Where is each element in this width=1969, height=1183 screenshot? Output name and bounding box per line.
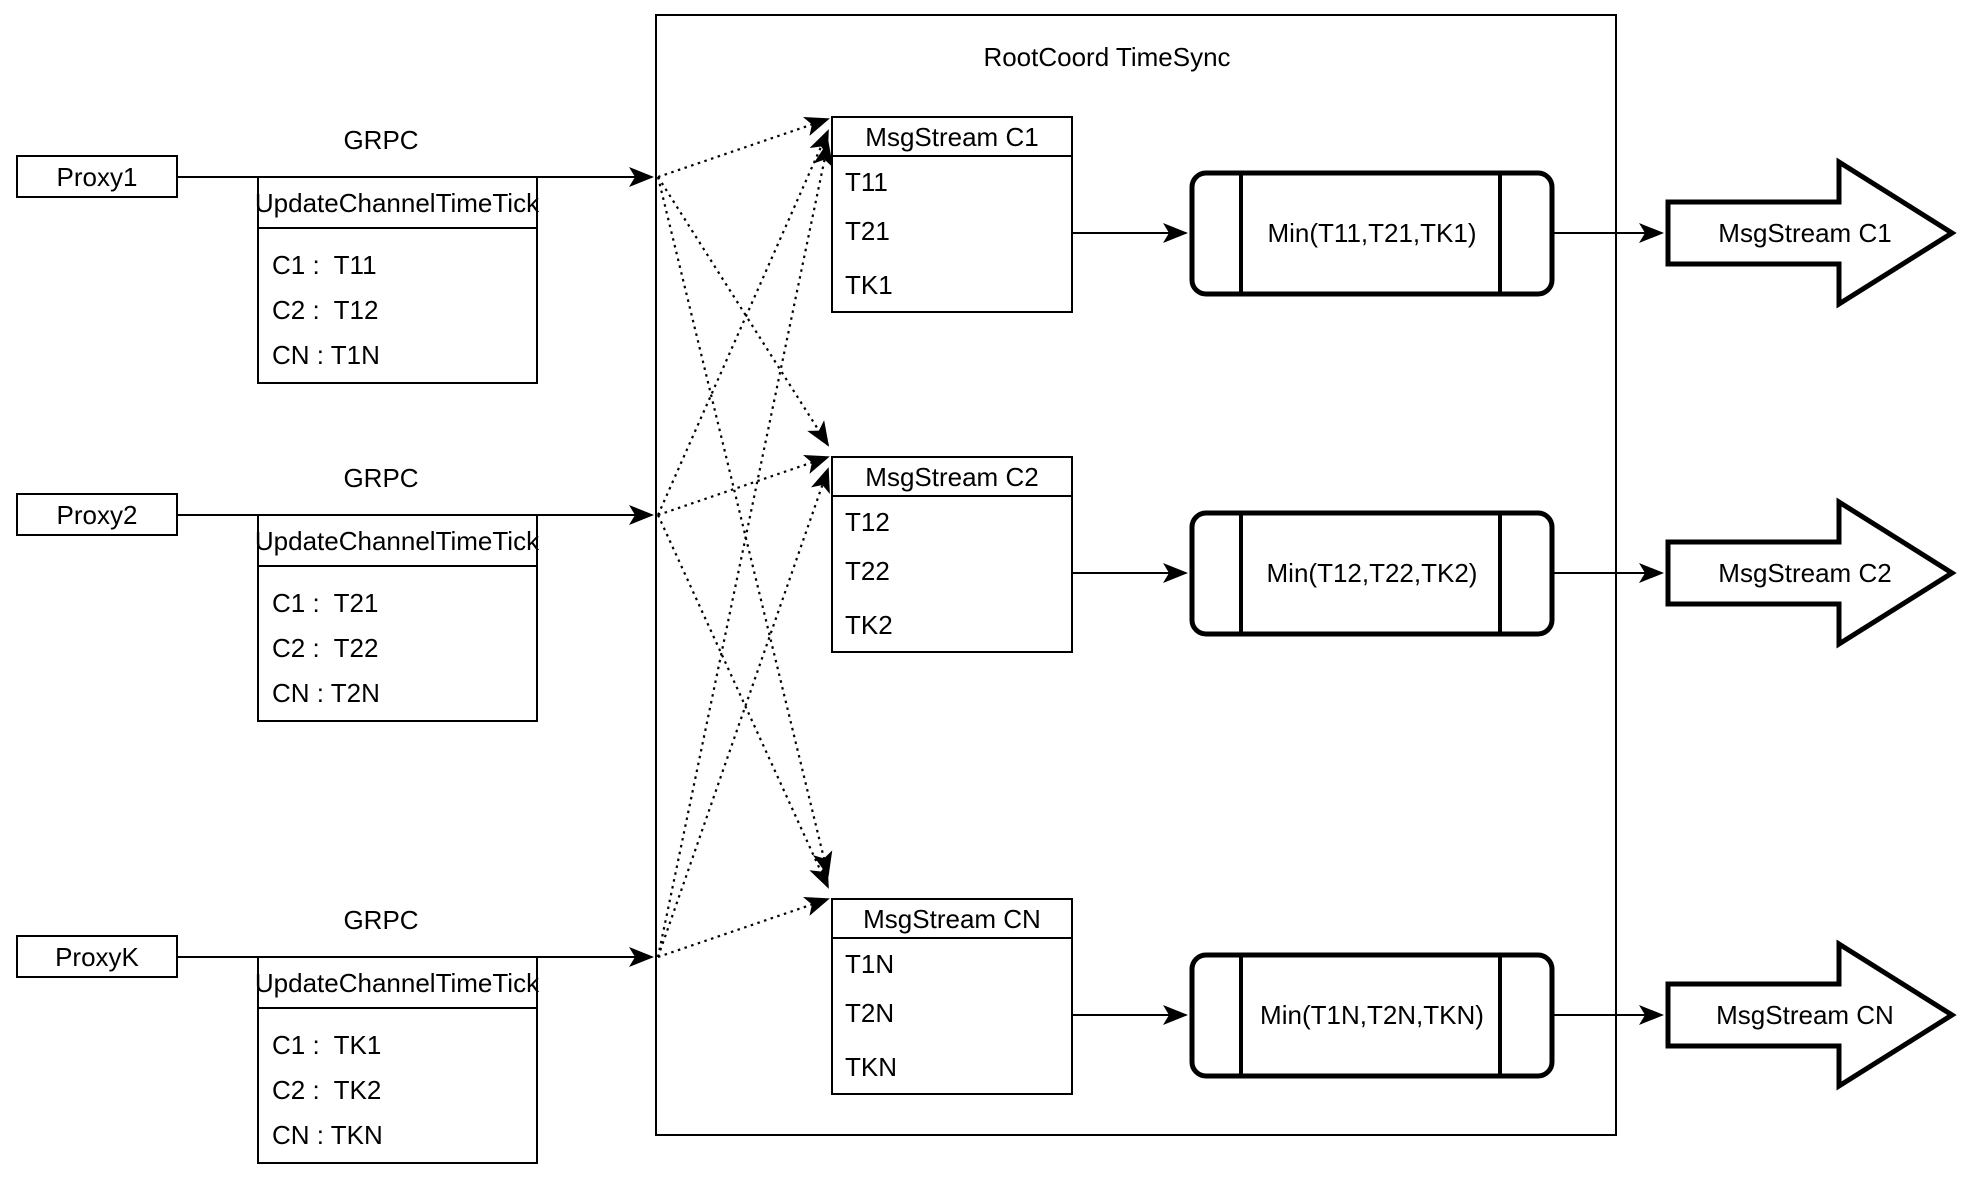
proxy1-row-c2: C2 : T12 (272, 295, 378, 325)
msgstream-c2-box (831, 456, 1073, 653)
msgstream-cn-value-2: T2N (845, 998, 894, 1028)
timetick-fanout-arrows (656, 116, 834, 959)
proxy1-message-title: UpdateChannelTimeTick (255, 188, 540, 218)
msgstream-cn-value-1: T1N (845, 949, 894, 979)
proxy1-message-table: UpdateChannelTimeTick C1 : T11 C2 : T12 … (255, 176, 540, 384)
proxy2-label: Proxy2 (57, 500, 138, 530)
proxyk-message-table: UpdateChannelTimeTick C1 : TK1 C2 : TK2 … (255, 956, 540, 1164)
msgstream-cn-output-arrow-shape (1665, 939, 1957, 1091)
msgstream-cn-box (831, 898, 1073, 1095)
msgstream-c1-output-label: MsgStream C1 (1718, 218, 1891, 248)
proxyk-label: ProxyK (55, 942, 139, 972)
proxy2-row-cn: CN : T2N (272, 678, 380, 708)
proxy2-message-title: UpdateChannelTimeTick (255, 526, 540, 556)
proxy1-message-box (257, 176, 538, 384)
output-arrow-3: MsgStream CN (1665, 939, 1957, 1091)
dotted-arrow-proxyk-stream3 (657, 896, 830, 959)
output-arrow-1: MsgStream C1 (1665, 157, 1957, 309)
msgstream-cn-output-label: MsgStream CN (1716, 1000, 1894, 1030)
proxy2-message-table: UpdateChannelTimeTick C1 : T21 C2 : T22 … (255, 514, 540, 722)
msgstream-cn-title: MsgStream CN (863, 904, 1041, 934)
msgstream-c2-output-label: MsgStream C2 (1718, 558, 1891, 588)
proxy-row-2: Proxy2 GRPC UpdateChannelTimeTick C1 : T… (16, 463, 654, 722)
proxy2-protocol-label: GRPC (343, 463, 418, 493)
proxy-row-1: Proxy1 GRPC UpdateChannelTimeTick C1 : T… (16, 125, 654, 384)
proxy1-box (16, 155, 178, 198)
stream-row-3: MsgStream CN T1N T2N TKN Min(T1N,T2N,TKN… (831, 898, 1957, 1095)
stream-row-2: MsgStream C2 T12 T22 TK2 Min(T12,T22,TK2… (831, 456, 1957, 653)
dotted-arrow-proxy2-stream1 (656, 129, 830, 516)
msgstream-c1-title: MsgStream C1 (865, 122, 1038, 152)
rootcoord-title: RootCoord TimeSync (983, 42, 1230, 72)
rootcoord-timesync-container: RootCoord TimeSync (655, 14, 1617, 1136)
stream-row-1: MsgStream C1 T11 T21 TK1 Min(T11,T21,TK1… (831, 116, 1957, 313)
msgstream-cn-table: MsgStream CN T1N T2N TKN (831, 898, 1073, 1095)
min3-label: Min(T1N,T2N,TKN) (1260, 1000, 1484, 1030)
msgstream-c2-value-2: T22 (845, 556, 890, 586)
msgstream-cn-value-3: TKN (845, 1052, 897, 1082)
dotted-arrow-proxy2-stream3 (656, 514, 830, 889)
min-node-1: Min(T11,T21,TK1) (1189, 170, 1555, 297)
rootcoord-box (655, 14, 1617, 1136)
msgstream-c2-value-3: TK2 (845, 610, 893, 640)
msgstream-c1-table: MsgStream C1 T11 T21 TK1 (831, 116, 1073, 313)
proxy2-row-c1: C1 : T21 (272, 588, 378, 618)
proxyk-message-title: UpdateChannelTimeTick (255, 968, 540, 998)
proxy1-label: Proxy1 (57, 162, 138, 192)
dotted-arrow-proxyk-stream1 (656, 141, 834, 958)
msgstream-c1-value-1: T11 (845, 167, 888, 197)
msgstream-c2-output-arrow-shape (1665, 497, 1957, 649)
dotted-arrow-proxy1-stream1 (657, 116, 830, 179)
min1-label: Min(T11,T21,TK1) (1267, 218, 1476, 248)
msgstream-c1-output-arrow-shape (1665, 157, 1957, 309)
proxyk-message-box (257, 956, 538, 1164)
proxyk-row-c2: C2 : TK2 (272, 1075, 381, 1105)
proxy1-row-cn: CN : T1N (272, 340, 380, 370)
proxyk-row-cn: CN : TKN (272, 1120, 383, 1150)
min-node-3: Min(T1N,T2N,TKN) (1189, 952, 1555, 1079)
proxyk-row-c1: C1 : TK1 (272, 1030, 381, 1060)
msgstream-c1-box (831, 116, 1073, 313)
output-arrow-2: MsgStream C2 (1665, 497, 1957, 649)
msgstream-c2-table: MsgStream C2 T12 T22 TK2 (831, 456, 1073, 653)
proxy-row-3: ProxyK GRPC UpdateChannelTimeTick C1 : T… (16, 905, 654, 1164)
proxyk-protocol-label: GRPC (343, 905, 418, 935)
dotted-arrow-proxyk-stream2 (656, 467, 830, 958)
msgstream-c1-value-2: T21 (845, 216, 890, 246)
proxy1-protocol-label: GRPC (343, 125, 418, 155)
proxyk-box (16, 935, 178, 978)
msgstream-c2-title: MsgStream C2 (865, 462, 1038, 492)
msgstream-c1-value-3: TK1 (845, 270, 893, 300)
proxy2-box (16, 493, 178, 536)
min-node-2: Min(T12,T22,TK2) (1189, 510, 1555, 637)
dotted-arrow-proxy1-stream3 (656, 176, 833, 877)
proxy1-row-c1: C1 : T11 (272, 250, 377, 280)
dotted-arrow-proxy2-stream2 (657, 454, 830, 517)
proxy2-row-c2: C2 : T22 (272, 633, 378, 663)
min2-label: Min(T12,T22,TK2) (1267, 558, 1478, 588)
proxy2-message-box (257, 514, 538, 722)
msgstream-c2-value-1: T12 (845, 507, 890, 537)
dotted-arrow-proxy1-stream2 (657, 176, 830, 447)
